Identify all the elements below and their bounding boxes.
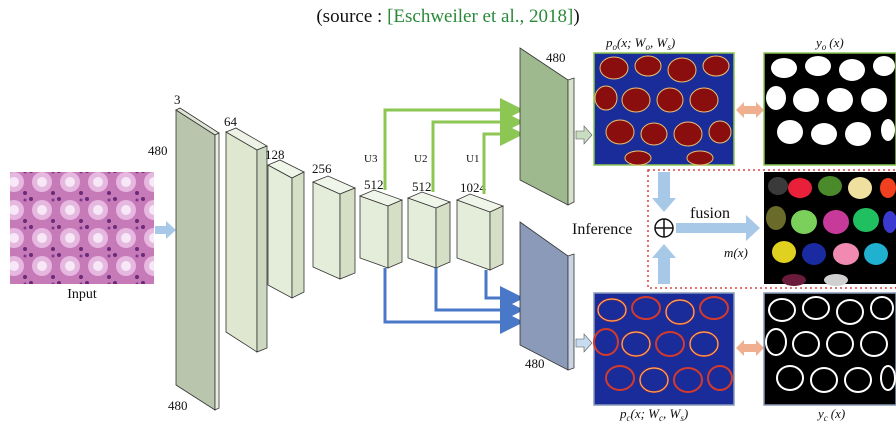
- decoder-output-object: [519, 47, 575, 206]
- object-probability-map: [593, 52, 735, 166]
- instance-segmentation-map: [764, 172, 896, 286]
- mx-label: m(x): [724, 245, 748, 260]
- arrow-to-po: [575, 125, 593, 145]
- yc-label: yc(x): [816, 406, 845, 421]
- u2-label: U2: [414, 153, 427, 165]
- encoder-layer-1: [175, 107, 220, 411]
- u3-label: U3: [364, 153, 378, 165]
- encoder-ch-512-a: 512: [364, 177, 384, 192]
- oplus-icon: [654, 218, 674, 238]
- encoder-ch-512-b: 512: [412, 179, 432, 194]
- double-arrow-bottom: [736, 340, 764, 356]
- input-arrow: [155, 221, 176, 239]
- encoder-ch-1024: 1024: [460, 180, 487, 195]
- caption-open: (source :: [316, 6, 388, 27]
- encoder-layer-4: [311, 175, 357, 280]
- double-arrow-top: [736, 102, 764, 118]
- inference-arrow-up: [652, 244, 676, 284]
- out-dim-480-top: 480: [546, 50, 566, 65]
- caption-close: ): [573, 6, 580, 27]
- u1-label: U1: [466, 153, 479, 165]
- source-caption: (source : [Eschweiler et al., 2018]): [0, 6, 896, 28]
- encoder-layer-7: [455, 193, 505, 271]
- po-label: po(x; Wo, Ws): [605, 35, 675, 52]
- fusion-box: [647, 169, 896, 289]
- caption-bracket-open: [: [387, 6, 394, 27]
- out-dim-480-bottom: 480: [525, 356, 545, 371]
- input-tissue-image: [10, 172, 154, 284]
- contour-ground-truth-map: [763, 292, 896, 406]
- contour-probability-map: [593, 292, 735, 406]
- input-label: Input: [67, 287, 97, 302]
- skip-arrows-contour: [383, 268, 524, 334]
- yo-label: yo(x): [814, 35, 844, 52]
- dim-480-bottom: 480: [168, 398, 188, 413]
- inference-arrow-down: [652, 172, 676, 212]
- fusion-arrow: [676, 215, 760, 241]
- object-ground-truth-map: [763, 52, 896, 166]
- encoder-ch-3: 3: [174, 92, 181, 107]
- inference-label: Inference: [572, 221, 632, 238]
- skip-arrows-object: [383, 98, 524, 194]
- citation-link[interactable]: Eschweiler et al., 2018: [393, 6, 567, 27]
- arrow-to-pc: [575, 333, 593, 353]
- fusion-label: fusion: [690, 205, 730, 222]
- encoder-ch-256: 256: [312, 161, 332, 176]
- pc-label: pc(x; Wc, Ws): [619, 406, 688, 421]
- encoder-ch-128: 128: [265, 147, 285, 162]
- encoder-layer-5: [358, 189, 404, 269]
- dim-480-top: 480: [148, 143, 168, 158]
- encoder-layer-6: [406, 191, 452, 269]
- caption-bracket-close: ]: [566, 6, 574, 27]
- encoder-ch-64: 64: [224, 114, 238, 129]
- encoder-layer-3: [267, 159, 305, 299]
- decoder-output-contour: [519, 221, 575, 371]
- encoder-layer-2: [225, 127, 268, 353]
